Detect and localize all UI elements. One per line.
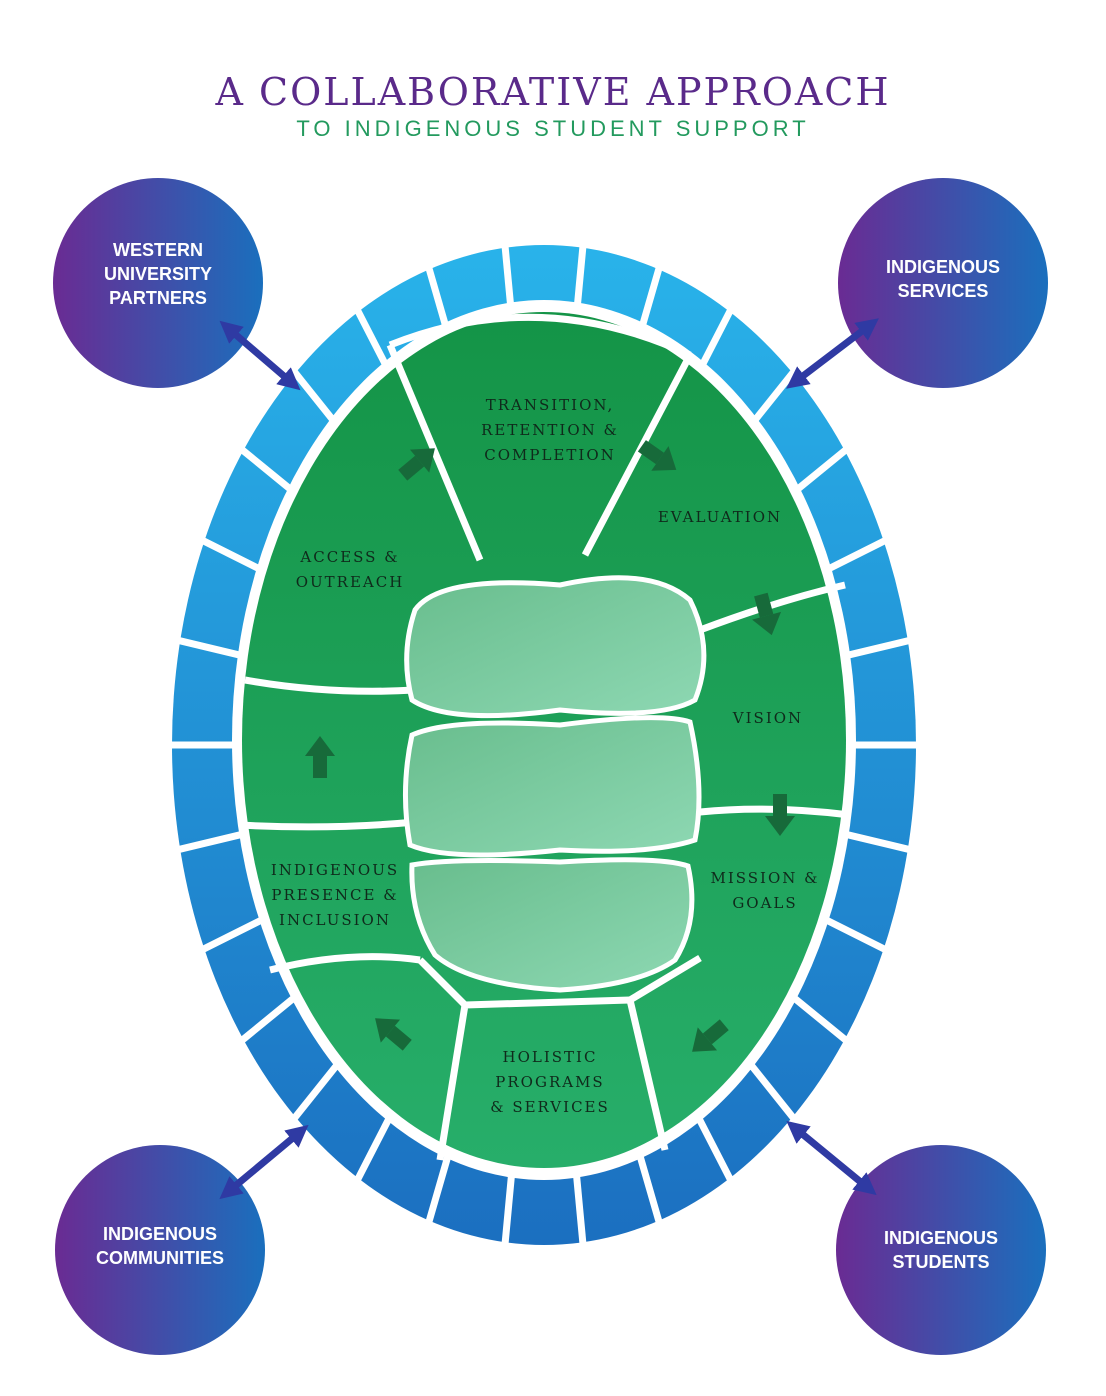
partner-circle-communities [55, 1145, 265, 1355]
marginal-divider [690, 1107, 738, 1189]
marginal-divider [836, 828, 917, 855]
connector-arrows [219, 318, 879, 1200]
scute-label-transition: TRANSITION,RETENTION &COMPLETION [481, 396, 619, 464]
cycle-arrows [305, 440, 795, 1052]
marginal-divider [571, 1162, 588, 1253]
diagram-subtitle: TO INDIGENOUS STUDENT SUPPORT [296, 116, 810, 141]
green-scute-dividers [239, 313, 851, 1161]
center-scutes [402, 575, 707, 993]
scute-label-evaluation: EVALUATION [657, 508, 783, 526]
marginal-divider [195, 912, 272, 956]
cycle-arrow-2 [637, 440, 677, 471]
marginal-divider [742, 1054, 802, 1127]
marginal-divider [784, 989, 854, 1048]
scute-label-access: ACCESS &OUTREACH [295, 548, 405, 591]
cycle-arrow-4 [765, 794, 795, 836]
scute-label-mission: MISSION &GOALS [710, 869, 820, 912]
partner-circle-western [53, 178, 263, 388]
partner-circles [53, 178, 1048, 1355]
marginal-divider [286, 1054, 346, 1127]
marginal-divider [171, 635, 252, 662]
marginal-divider [171, 828, 252, 855]
marginal-divider [234, 989, 304, 1048]
connector-arrow-communities [219, 1124, 309, 1200]
scute-label-vision: VISION [732, 709, 804, 727]
partner-circle-students [836, 1145, 1046, 1355]
diagram-title: A COLLABORATIVE APPROACH [215, 70, 891, 114]
connector-arrow-services [786, 318, 879, 389]
cycle-arrow-1 [398, 448, 435, 481]
marginal-divider [500, 1162, 517, 1253]
cycle-arrow-3 [752, 592, 782, 636]
marginal-divider [836, 635, 917, 662]
partner-circle-services [838, 178, 1048, 388]
marginal-divider [423, 1143, 455, 1232]
connector-arrow-western [219, 320, 301, 391]
cycle-arrow-7 [305, 736, 335, 778]
marginal-divider [816, 912, 893, 956]
cycle-arrow-5 [692, 1019, 729, 1052]
marginal-divider [633, 1143, 665, 1232]
connector-arrow-students [786, 1120, 877, 1196]
cycle-arrow-6 [375, 1018, 412, 1051]
marginal-divider [350, 1107, 398, 1189]
